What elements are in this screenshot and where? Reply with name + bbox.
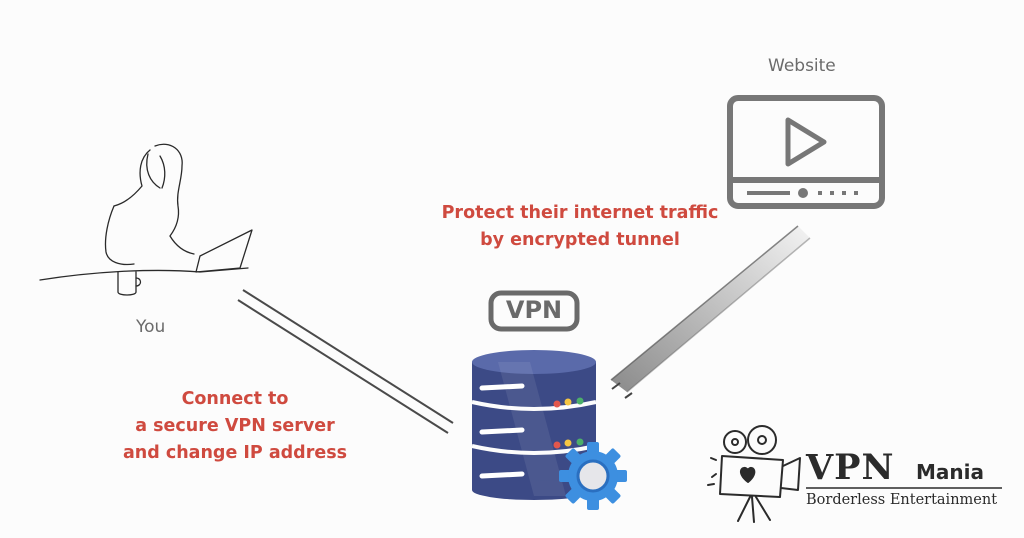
- tunnel-caption-line: by encrypted tunnel: [480, 230, 680, 250]
- vpn-server-icon: [471, 350, 597, 500]
- connection-lines: [237, 289, 454, 434]
- connect-caption-line: a secure VPN server: [135, 416, 335, 436]
- you-label: You: [136, 317, 166, 337]
- person-with-laptop-illustration: [39, 143, 253, 296]
- gear-icon: [559, 442, 627, 510]
- connect-caption: Connect to a secure VPN server and chang…: [100, 386, 370, 467]
- tunnel-caption: Protect their internet traffic by encryp…: [425, 200, 735, 254]
- vpn-badge: [488, 290, 580, 332]
- connect-caption-line: Connect to: [181, 389, 289, 409]
- video-player-icon: [727, 95, 885, 209]
- camera-logo-icon: [707, 425, 801, 523]
- connect-caption-line: and change IP address: [122, 443, 348, 463]
- brand-tagline: Borderless Entertainment: [806, 492, 998, 508]
- website-label: Website: [768, 56, 836, 76]
- tunnel-caption-line: Protect their internet traffic: [441, 203, 719, 223]
- brand-suffix: Mania: [916, 460, 984, 484]
- encrypted-tunnel: [610, 225, 811, 399]
- brand-name: VPN: [806, 447, 895, 488]
- vpn-badge-label: VPN: [505, 296, 563, 324]
